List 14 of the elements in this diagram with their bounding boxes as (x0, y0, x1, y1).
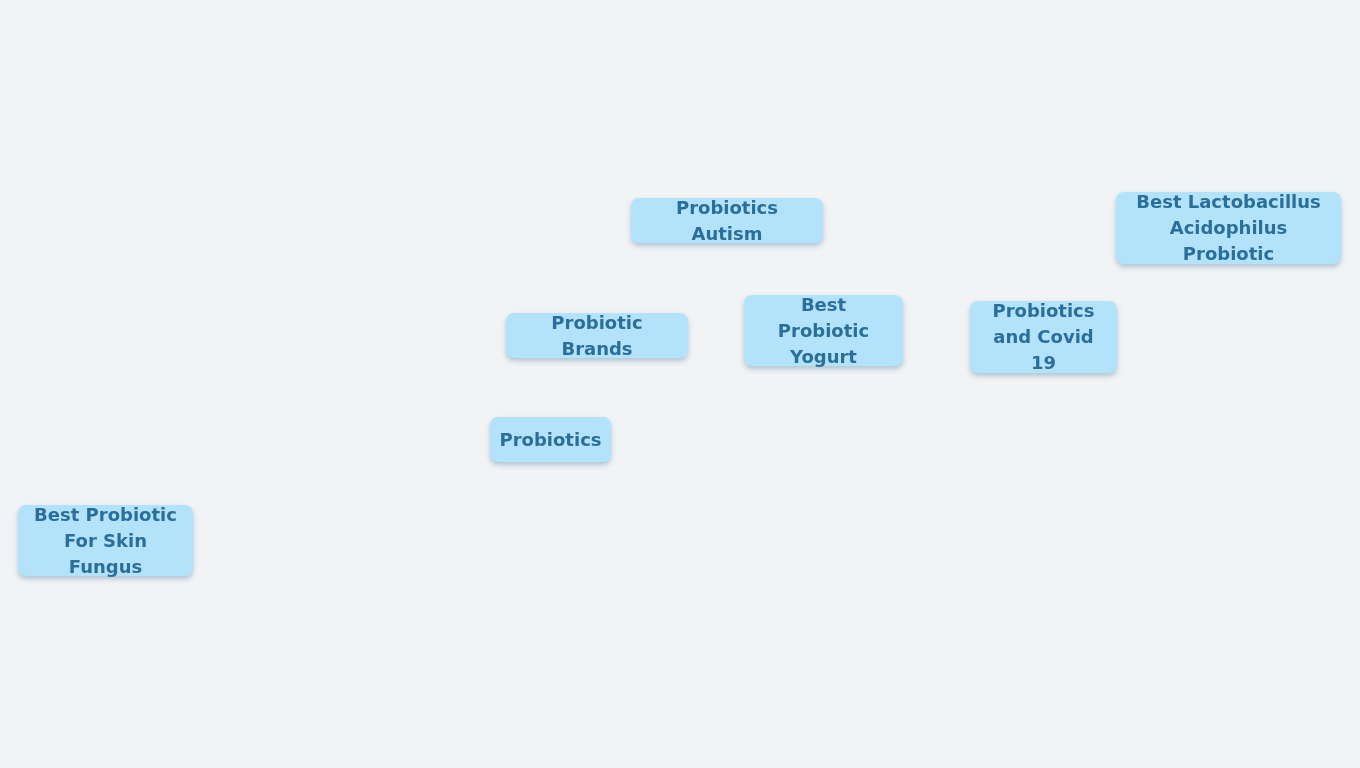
topic-label: Probiotic Brands (550, 310, 644, 361)
topic-box (631, 198, 823, 243)
topic-box (490, 417, 611, 462)
topic-label: Probiotics Autism (675, 195, 779, 246)
topic-box (18, 505, 193, 576)
topic-label: Best Probiotic For Skin Fungus (33, 502, 178, 579)
topic-label: Probiotics (499, 427, 602, 452)
topic-label: Best Probiotic Yogurt (776, 292, 871, 369)
topic-box (744, 295, 903, 366)
topic-box (506, 313, 688, 358)
topic-label: Probiotics and Covid 19 (991, 299, 1096, 375)
topic-box (1116, 192, 1341, 264)
topic-label: Best Lactobacillus Acidophilus Probiotic (1135, 190, 1322, 266)
topic-box (970, 301, 1117, 373)
